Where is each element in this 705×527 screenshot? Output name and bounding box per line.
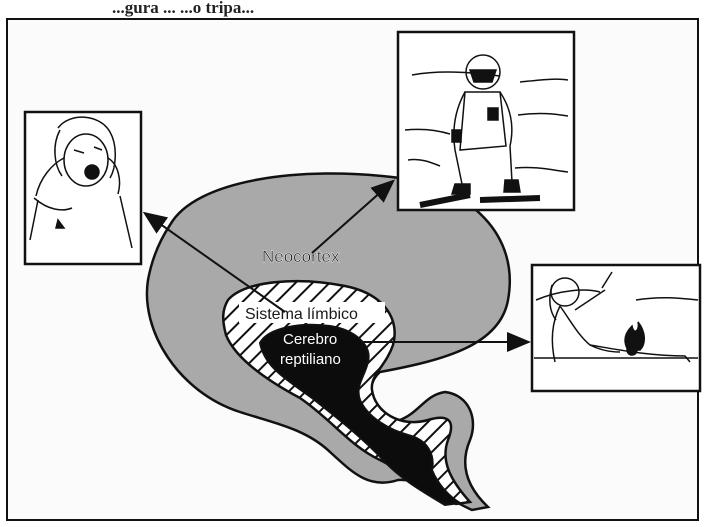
caveman-panel (532, 265, 700, 391)
emotion-panel (25, 112, 141, 264)
limbic-system-label: Sistema límbico (245, 306, 358, 323)
reptilian-label-line1: Cerebro (283, 331, 337, 348)
reptilian-label-line2: reptiliano (280, 351, 341, 368)
astronaut-panel (398, 32, 574, 210)
neocortex-label: Neocortex (262, 247, 340, 266)
